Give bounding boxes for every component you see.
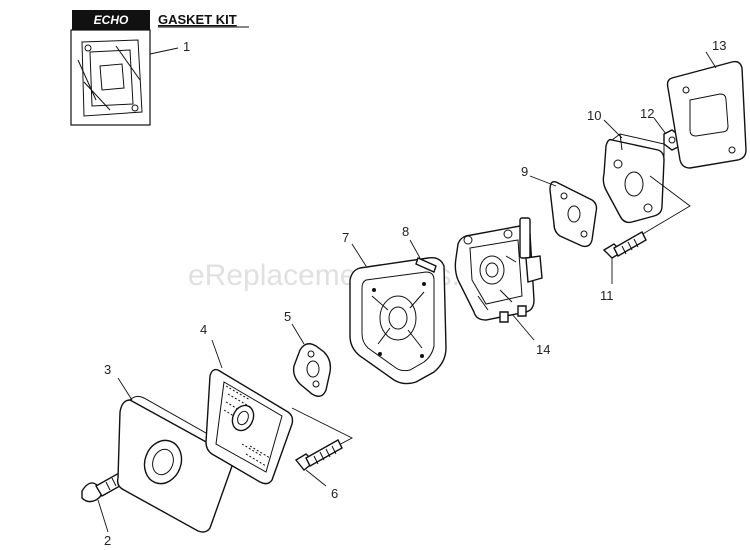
callout-1[interactable]: 1 [183, 39, 190, 54]
part-3-air-filter-cover[interactable]: 3 [104, 362, 240, 533]
callout-7[interactable]: 7 [342, 230, 349, 245]
part-5-gasket[interactable]: 5 [284, 309, 353, 459]
callout-4[interactable]: 4 [200, 322, 207, 337]
callout-5[interactable]: 5 [284, 309, 291, 324]
part-14-carburetor[interactable]: 14 [454, 217, 550, 357]
callout-12[interactable]: 12 [640, 106, 654, 121]
callout-9[interactable]: 9 [521, 164, 528, 179]
gasket-kit-thumbnail [77, 39, 143, 117]
part-6-bolt[interactable]: 6 [294, 439, 343, 501]
callout-6[interactable]: 6 [331, 486, 338, 501]
callout-13[interactable]: 13 [712, 38, 726, 53]
part-9-gasket[interactable]: 9 [521, 164, 598, 248]
callout-10[interactable]: 10 [587, 108, 601, 123]
callout-11[interactable]: 11 [600, 288, 614, 303]
part-8-pipe[interactable]: 8 [402, 224, 437, 273]
callout-8[interactable]: 8 [402, 224, 409, 239]
echo-logo: ECHO [94, 13, 129, 27]
gasket-kit-title: GASKET KIT [158, 12, 237, 27]
part-4-air-filter[interactable]: 4 [200, 322, 294, 485]
callout-1-leader [149, 47, 179, 55]
gasket-kit-box[interactable]: ECHO GASKET KIT 1 [70, 10, 249, 126]
part-11-bolt[interactable]: 11 [600, 231, 647, 303]
callout-3[interactable]: 3 [104, 362, 111, 377]
part-7-air-cleaner-case[interactable]: 7 [342, 230, 447, 385]
part-13-gasket[interactable]: 13 [666, 38, 747, 169]
part-10-insulator[interactable]: 10 [587, 108, 691, 239]
echo-logo-badge [72, 10, 150, 30]
callout-2[interactable]: 2 [104, 533, 111, 548]
callout-14[interactable]: 14 [536, 342, 550, 357]
